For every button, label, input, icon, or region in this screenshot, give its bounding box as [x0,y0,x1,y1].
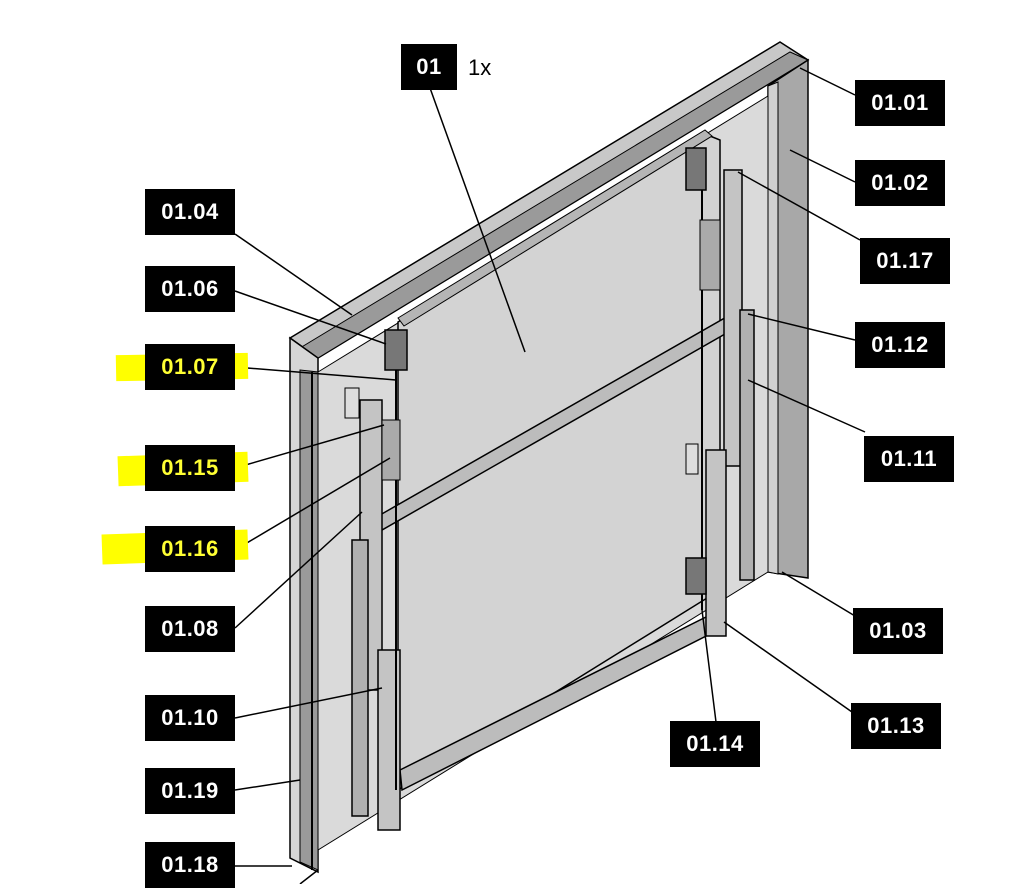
assembly-label: 01 [401,44,457,90]
upper-left-hinge [384,329,408,371]
part-label-01-07: 01.07 [145,344,235,390]
lower-right-hinge [685,557,707,595]
upper-right-hinge [685,147,707,191]
part-label-01-15: 01.15 [145,445,235,491]
part-label-01-17: 01.17 [860,238,950,284]
part-label-01-02: 01.02 [855,160,945,206]
part-label-01-18: 01.18 [145,842,235,888]
part-label-01-14: 01.14 [670,721,760,767]
part-label-01-19: 01.19 [145,768,235,814]
part-label-01-06: 01.06 [145,266,235,312]
part-label-01-10: 01.10 [145,695,235,741]
part-label-01-03: 01.03 [853,608,943,654]
leader-lines [234,67,866,884]
part-label-01-08: 01.08 [145,606,235,652]
part-label-01-11: 01.11 [864,436,954,482]
part-label-01-13: 01.13 [851,703,941,749]
part-label-01-16: 01.16 [145,526,235,572]
part-label-01-12: 01.12 [855,322,945,368]
part-label-01-01: 01.01 [855,80,945,126]
part-label-01-04: 01.04 [145,189,235,235]
assembly-quantity: 1x [468,55,492,80]
